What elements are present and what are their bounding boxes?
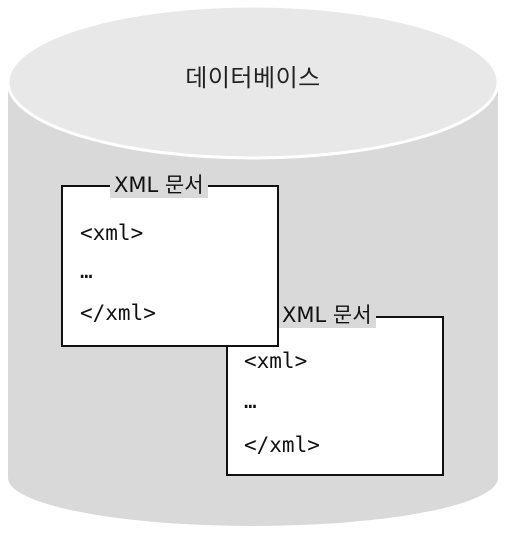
xml-close-tag-1: </xml> [80,301,156,325]
xml-ellipsis-2: … [244,389,257,413]
xml-open-tag-1: <xml> [80,221,144,245]
cylinder-top [6,4,500,160]
database-title: 데이터베이스 [185,64,321,92]
xml-document-box-1 [61,185,279,347]
xml-document-label-1: XML 문서 [110,172,208,198]
xml-open-tag-2: <xml> [244,349,308,373]
xml-close-tag-2: </xml> [244,433,320,457]
xml-document-label-2: XML 문서 [278,302,376,328]
xml-ellipsis-1: … [80,259,93,283]
